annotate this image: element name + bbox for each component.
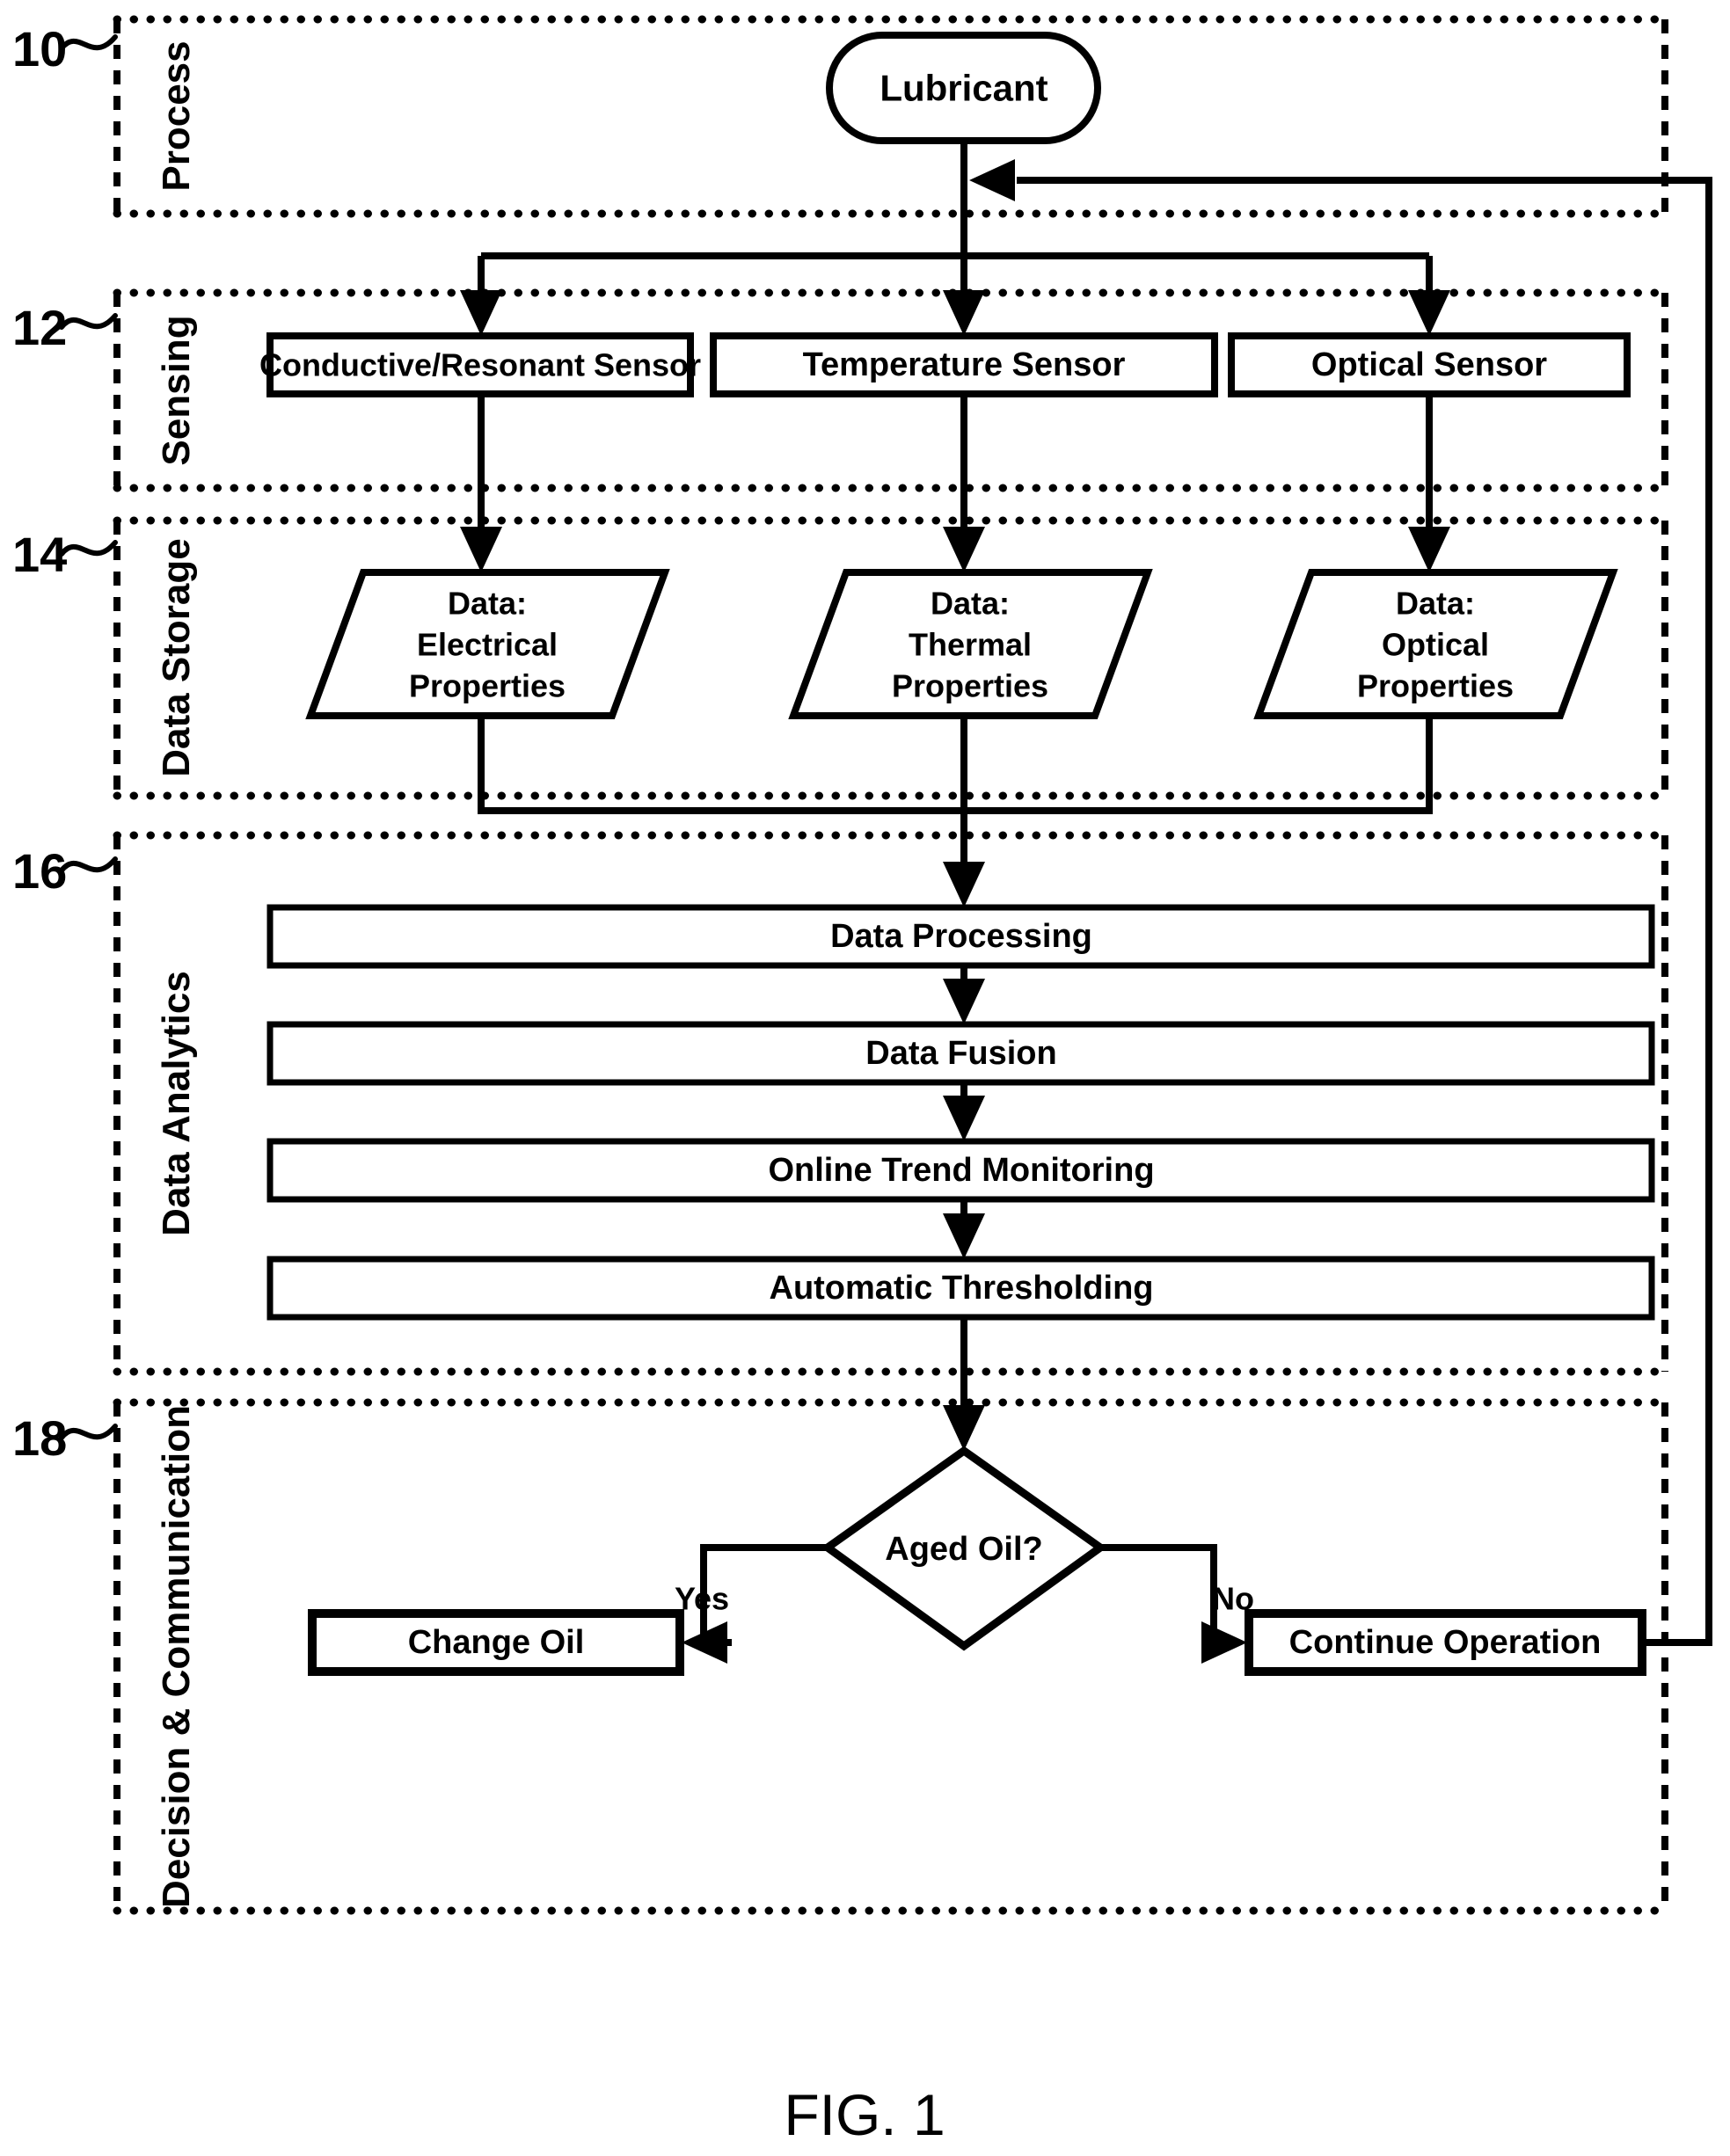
node-temperature-sensor: [710, 332, 1218, 397]
node-optical-sensor-label: Optical Sensor: [1311, 346, 1547, 383]
arrowhead-into-thresholding: [943, 1213, 985, 1259]
section-label-data-storage: Data Storage: [155, 538, 198, 776]
leader-squiggle: [59, 540, 118, 557]
node-aged-oil-decision-label: Aged Oil?: [885, 1531, 1042, 1568]
connector-optical-merge: [964, 716, 1433, 814]
arrowhead-into-data-processing: [943, 862, 985, 907]
arrowhead-into-optical-data: [1408, 527, 1450, 572]
node-data-fusion: [266, 1021, 1655, 1086]
ref-numeral-18: 18: [12, 1410, 67, 1466]
node-data-optical-line3: Properties: [1357, 668, 1514, 704]
ref-numeral-10: 10: [12, 21, 67, 76]
node-continue-operation-label: Continue Operation: [1289, 1624, 1602, 1661]
arrowhead-into-continue-operation: [1201, 1621, 1247, 1664]
node-conductive-resonant-sensor-label: Conductive/Resonant Sensor: [259, 347, 701, 383]
node-data-processing: [266, 904, 1655, 969]
section-data-storage-box: [113, 516, 1669, 800]
arrowhead-into-temperature: [943, 290, 985, 336]
arrowhead-into-decision: [943, 1405, 985, 1451]
node-optical-sensor: [1228, 332, 1631, 397]
leader-squiggle: [59, 856, 118, 873]
node-data-processing-label: Data Processing: [830, 918, 1092, 955]
leader-squiggle: [59, 34, 118, 51]
node-lubricant: [826, 32, 1101, 144]
node-online-trend-monitoring: [266, 1138, 1655, 1203]
section-label-process: Process: [155, 40, 198, 191]
node-data-electrical-line2: Electrical: [417, 627, 558, 663]
connector-no-branch: [1100, 1544, 1217, 1646]
node-data-thermal-line1: Data:: [931, 586, 1010, 622]
node-data-optical-line2: Optical: [1382, 627, 1489, 663]
arrowhead-into-data-fusion: [943, 979, 985, 1024]
arrowhead-into-conductive: [460, 290, 502, 336]
arrowhead-into-electrical-data: [460, 527, 502, 572]
ref-numeral-14: 14: [12, 527, 67, 582]
node-data-fusion-label: Data Fusion: [865, 1035, 1056, 1072]
section-decision-box: [113, 1398, 1669, 1915]
node-change-oil: [308, 1609, 684, 1676]
ref-numeral-16: 16: [12, 843, 67, 899]
node-data-optical-properties: [1253, 569, 1618, 719]
section-label-decision-communication: Decision & Communication: [155, 1405, 198, 1908]
section-label-data-analytics: Data Analytics: [155, 971, 198, 1236]
arrowhead-into-thermal-data: [943, 527, 985, 572]
node-lubricant-label: Lubricant: [880, 68, 1047, 109]
ref-numeral-12: 12: [12, 300, 67, 355]
node-data-electrical-properties: [305, 569, 670, 719]
connector-electrical-merge: [478, 716, 964, 814]
node-temperature-sensor-label: Temperature Sensor: [803, 346, 1126, 383]
leader-squiggle: [59, 1424, 118, 1440]
node-automatic-thresholding-label: Automatic Thresholding: [770, 1270, 1154, 1307]
node-automatic-thresholding: [266, 1256, 1655, 1321]
node-continue-operation: [1245, 1609, 1646, 1676]
section-label-sensing: Sensing: [155, 315, 198, 465]
node-data-electrical-line1: Data:: [448, 586, 527, 622]
arrowhead-into-change-oil: [682, 1621, 727, 1664]
node-data-optical-line1: Data:: [1396, 586, 1475, 622]
connector-feedback-loop: [1017, 177, 1712, 1646]
node-data-thermal-line3: Properties: [892, 668, 1048, 704]
node-change-oil-label: Change Oil: [408, 1624, 585, 1661]
node-conductive-resonant-sensor: [266, 332, 694, 397]
node-aged-oil-decision: [821, 1446, 1107, 1651]
section-data-analytics-box: [113, 831, 1669, 1376]
node-data-thermal-line2: Thermal: [909, 627, 1032, 663]
node-online-trend-monitoring-label: Online Trend Monitoring: [768, 1152, 1154, 1189]
figure-caption: FIG. 1: [784, 2082, 945, 2147]
node-data-electrical-line3: Properties: [409, 668, 566, 704]
arrowhead-into-optical: [1408, 290, 1450, 336]
arrowhead-feedback-into-lubricant-line: [969, 159, 1015, 201]
node-data-thermal-properties: [788, 569, 1153, 719]
arrowhead-into-trend-monitoring: [943, 1096, 985, 1141]
section-sensing-box: [113, 288, 1669, 492]
leader-squiggle: [59, 313, 118, 330]
